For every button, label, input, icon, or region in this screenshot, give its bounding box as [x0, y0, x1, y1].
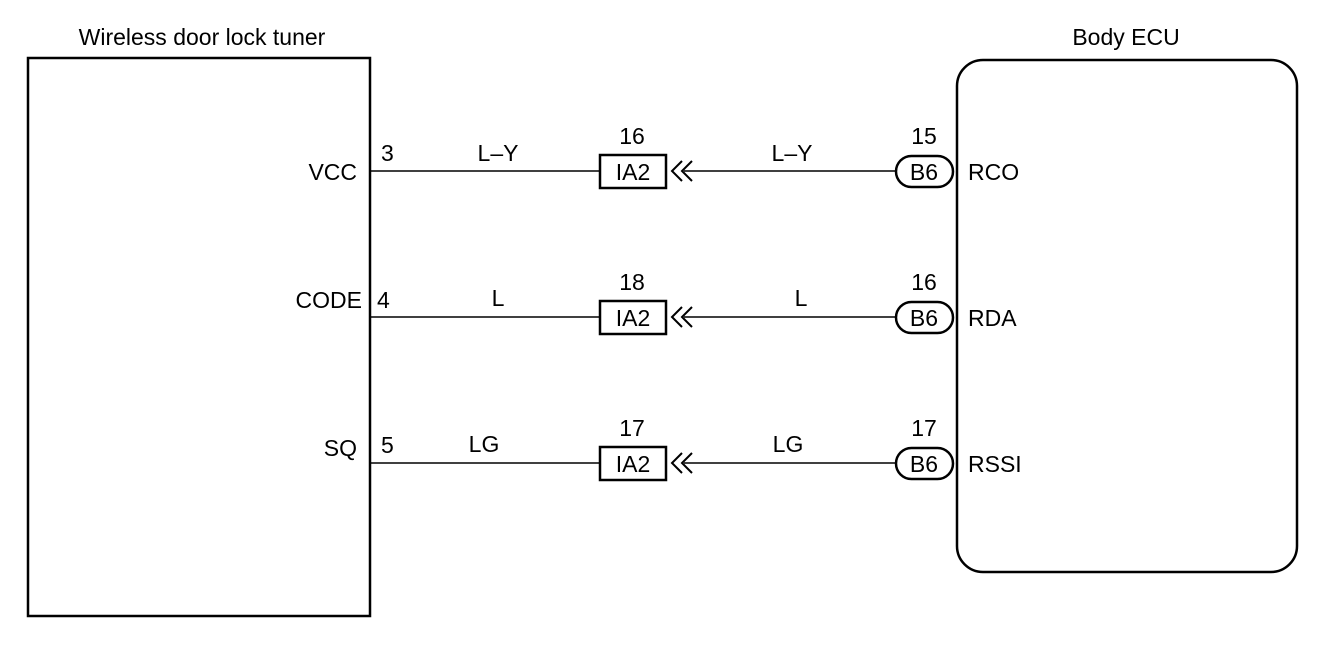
left-terminal-label: CODE: [296, 287, 362, 313]
ecu-connector-label: B6: [910, 305, 938, 331]
right-terminal-label: RSSI: [968, 451, 1022, 477]
inline-connector-box: [598, 153, 668, 190]
inline-pin-number: 18: [619, 269, 645, 295]
ecu-pin-number: 16: [911, 269, 937, 295]
ecu-connector-oval: [894, 154, 955, 189]
left-terminal-label: SQ: [324, 435, 357, 461]
inline-connector-label: IA2: [616, 159, 651, 185]
ecu-connector-label: B6: [910, 159, 938, 185]
wire-color-right: LG: [773, 431, 804, 457]
left-terminal-label: VCC: [308, 159, 357, 185]
ecu-connector-label: B6: [910, 451, 938, 477]
circuit-vcc: VCC 3 L–Y 16 IA2 L–Y 15 B6 RCO: [308, 123, 1019, 190]
connector-chevron-icon: [670, 452, 693, 474]
connector-chevron-icon: [670, 306, 693, 328]
wire-color-right: L: [795, 285, 808, 311]
right-terminal-label: RCO: [968, 159, 1019, 185]
wire-color-left: L: [492, 285, 505, 311]
inline-connector-label: IA2: [616, 451, 651, 477]
right-terminal-label: RDA: [968, 305, 1017, 331]
ecu-connector-oval: [894, 300, 955, 335]
wire-color-right: L–Y: [772, 140, 813, 166]
inline-connector-label: IA2: [616, 305, 651, 331]
left-pin-number: 4: [377, 287, 390, 313]
ecu-connector-oval: [894, 446, 955, 481]
left-pin-number: 3: [381, 140, 394, 166]
ecu-pin-number: 17: [911, 415, 937, 441]
wire-color-left: LG: [469, 431, 500, 457]
inline-pin-number: 17: [619, 415, 645, 441]
body-ecu-box: [955, 58, 1299, 574]
circuit-code: CODE 4 L 18 IA2 L 16 B6 RDA: [296, 269, 1017, 336]
wireless-door-lock-tuner-box: [26, 56, 372, 618]
wire-color-left: L–Y: [478, 140, 519, 166]
inline-connector-box: [598, 299, 668, 336]
inline-pin-number: 16: [619, 123, 645, 149]
left-pin-number: 5: [381, 432, 394, 458]
right-component-title: Body ECU: [1072, 24, 1179, 50]
ecu-pin-number: 15: [911, 123, 937, 149]
left-component-title: Wireless door lock tuner: [79, 24, 326, 50]
connector-chevron-icon: [670, 160, 693, 182]
circuit-sq: SQ 5 LG 17 IA2 LG 17 B6 RSSI: [324, 415, 1022, 482]
inline-connector-box: [598, 445, 668, 482]
